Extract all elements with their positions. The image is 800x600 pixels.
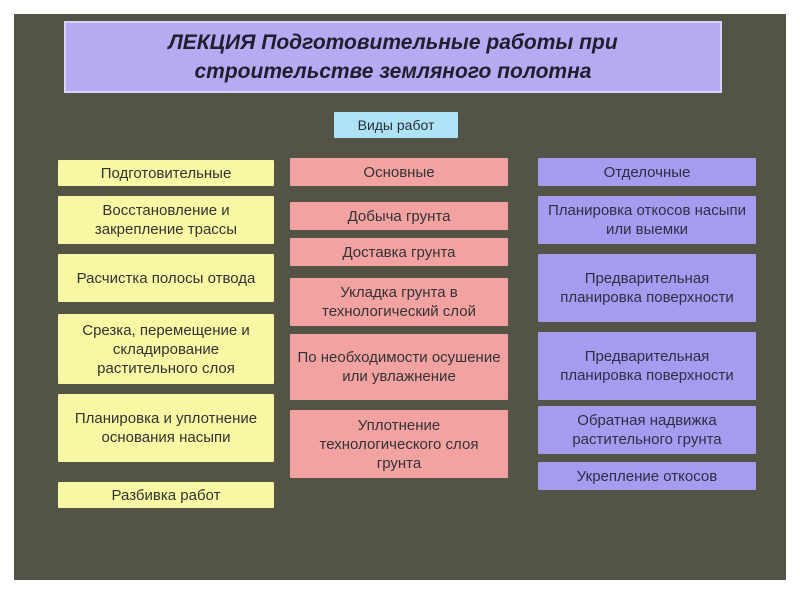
main-header: Основные xyxy=(290,158,508,186)
finishing-item-slope-reinforcement: Укрепление откосов xyxy=(538,462,756,490)
main-item-soil-extraction: Добыча грунта xyxy=(290,202,508,230)
finishing-item-preliminary-leveling-2: Предварительная планировка поверхности xyxy=(538,332,756,400)
preparatory-item-topsoil-stripping: Срезка, перемещение и складирование раст… xyxy=(58,314,274,384)
preparatory-item-route-restoration: Восстановление и закрепление трассы xyxy=(58,196,274,244)
main-item-layer-compaction: Уплотнение технологического слоя грунта xyxy=(290,410,508,478)
main-item-drying-or-wetting: По необходимости осушение или увлажнение xyxy=(290,334,508,400)
slide: ЛЕКЦИЯ Подготовительные работы при строи… xyxy=(14,14,786,580)
finishing-item-slope-leveling: Планировка откосов насыпи или выемки xyxy=(538,196,756,244)
main-item-soil-laying: Укладка грунта в технологический слой xyxy=(290,278,508,326)
finishing-header: Отделочные xyxy=(538,158,756,186)
finishing-item-preliminary-leveling-1: Предварительная планировка поверхности xyxy=(538,254,756,322)
slide-title: ЛЕКЦИЯ Подготовительные работы при строи… xyxy=(64,21,722,93)
preparatory-item-layout-staking: Разбивка работ xyxy=(58,482,274,508)
preparatory-item-base-leveling: Планировка и уплотнение основания насыпи xyxy=(58,394,274,462)
kinds-of-work-label: Виды работ xyxy=(334,112,458,138)
preparatory-header: Подготовительные xyxy=(58,160,274,186)
finishing-item-topsoil-return: Обратная надвижка растительного грунта xyxy=(538,406,756,454)
preparatory-item-right-of-way-clearing: Расчистка полосы отвода xyxy=(58,254,274,302)
main-item-soil-delivery: Доставка грунта xyxy=(290,238,508,266)
